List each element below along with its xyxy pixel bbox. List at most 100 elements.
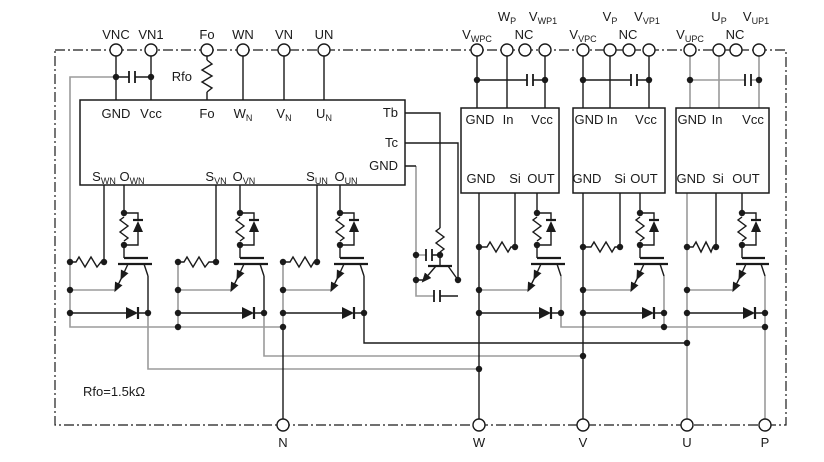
label-vn1: VN1: [138, 27, 163, 42]
gate-diode: [133, 221, 143, 232]
pin-vn: VN: [276, 106, 291, 123]
label-vvp1: VVP1: [634, 9, 660, 26]
drv-v-gnd: GND: [575, 112, 604, 127]
terminal-vupc: [683, 43, 697, 57]
igbt-low-w: [114, 256, 152, 293]
drv-u-out: OUT: [732, 171, 760, 186]
gate-series-resistor: [531, 216, 543, 242]
label-un: UN: [315, 27, 334, 42]
pin-oun: OUN: [334, 169, 357, 186]
freewheel-diode: [539, 307, 551, 319]
terminal-vp: [603, 43, 617, 57]
label-vwpc: VWPC: [462, 27, 492, 44]
gate-sense-resistor: [583, 240, 620, 254]
label-wp: WP: [498, 9, 516, 26]
igbt-low-u: [330, 256, 368, 293]
pin-gnd: GND: [102, 106, 131, 121]
high-side-driver-ic-w: [460, 107, 560, 194]
gate-series-resistor: [634, 216, 646, 242]
freewheel-diode: [743, 307, 755, 319]
thermal-resistor: [434, 227, 446, 253]
freewheel-diode: [342, 307, 354, 319]
gate-sense-resistor: [178, 255, 216, 269]
label-vwp1: VWP1: [529, 9, 557, 26]
bootstrap-capacitor: [526, 74, 534, 86]
terminal-un: [317, 43, 331, 57]
terminal-fo: [200, 43, 214, 57]
terminal-vnc: [109, 43, 123, 57]
thermal-filter-capacitor: [425, 249, 433, 261]
drv-w-in: In: [503, 112, 514, 127]
drv-v-in: In: [607, 112, 618, 127]
gate-diode: [546, 221, 556, 232]
terminals: [109, 43, 772, 432]
pin-svn: SVN: [205, 169, 226, 186]
label-rfo: Rfo: [172, 69, 192, 84]
pin-vcc: Vcc: [140, 106, 162, 121]
high-side-driver-ic-u: [675, 107, 770, 194]
thermal-output-capacitor: [433, 290, 441, 302]
freewheel-diode: [126, 307, 138, 319]
terminal-vvp1: [642, 43, 656, 57]
terminal-p: [758, 418, 772, 432]
terminal-wp: [500, 43, 514, 57]
freewheel-diode: [642, 307, 654, 319]
pin-own: OWN: [119, 169, 144, 186]
label-vnc: VNC: [102, 27, 129, 42]
drv-w-gnd-b: GND: [467, 171, 496, 186]
igbt-high-u: [732, 256, 769, 293]
terminal-vn1: [144, 43, 158, 57]
terminal-vn: [277, 43, 291, 57]
label-vupc: VUPC: [676, 27, 704, 44]
label-term-p: P: [761, 435, 770, 450]
label-nc-u: NC: [726, 27, 745, 42]
terminal-vup1: [752, 43, 766, 57]
label-term-n: N: [278, 435, 287, 450]
label-up: UP: [711, 9, 726, 26]
module-boundary: [54, 49, 787, 426]
terminal-nc-u: [729, 43, 743, 57]
freewheel-diode: [242, 307, 254, 319]
junction-dots: [66, 73, 769, 373]
terminal-u: [680, 418, 694, 432]
drv-u-gnd: GND: [678, 112, 707, 127]
gate-diode: [751, 221, 761, 232]
drv-v-out: OUT: [630, 171, 658, 186]
label-rfo-note: Rfo=1.5kΩ: [83, 384, 145, 399]
pin-tb: Tb: [383, 105, 398, 120]
drv-u-gnd-b: GND: [677, 171, 706, 186]
pin-tc: Tc: [385, 135, 399, 150]
label-term-v: V: [579, 435, 588, 450]
resistors: [70, 59, 748, 269]
pin-gnd-right: GND: [369, 158, 398, 173]
gate-sense-resistor: [687, 240, 716, 254]
thermal-sense-transistor: [421, 264, 452, 283]
igbt-low-v: [230, 256, 268, 293]
drv-w-vcc: Vcc: [531, 112, 553, 127]
terminal-w: [472, 418, 486, 432]
low-side-driver-ic: [79, 99, 406, 186]
gate-diode: [249, 221, 259, 232]
bootstrap-capacitor: [630, 74, 638, 86]
gate-series-resistor: [234, 216, 246, 242]
pin-ovn: OVN: [233, 169, 256, 186]
rfo-resistor: [200, 59, 214, 93]
label-vup1: VUP1: [743, 9, 769, 26]
terminal-vwp1: [538, 43, 552, 57]
highlighted-wires: [69, 56, 766, 419]
igbt-high-w: [527, 256, 565, 293]
capacitors: [128, 71, 752, 302]
bootstrap-capacitor: [744, 74, 752, 86]
drv-w-gnd: GND: [466, 112, 495, 127]
drv-v-gnd-b: GND: [573, 171, 602, 186]
terminal-vvpc: [576, 43, 590, 57]
label-vn: VN: [275, 27, 293, 42]
gate-series-resistor: [736, 216, 748, 242]
diodes: [126, 218, 761, 319]
gate-sense-resistor: [70, 255, 104, 269]
gate-series-resistor: [334, 216, 346, 242]
terminal-v: [576, 418, 590, 432]
pin-swn: SWN: [92, 169, 116, 186]
drv-w-out: OUT: [527, 171, 555, 186]
